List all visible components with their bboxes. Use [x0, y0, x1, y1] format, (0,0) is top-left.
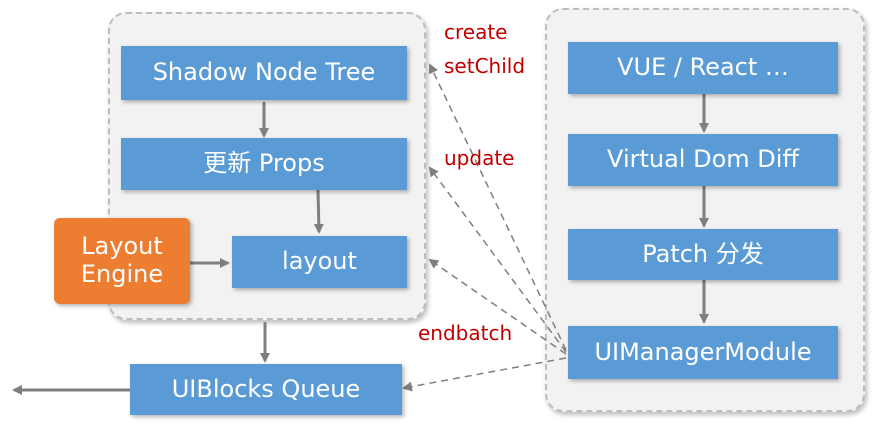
- edge-props-to-layout: [313, 189, 324, 234]
- label-endbatch: endbatch: [418, 321, 513, 345]
- edge-dashed-create: [428, 63, 567, 351]
- shadow-node-tree-box: Shadow Node Tree: [121, 46, 407, 100]
- virtual-dom-diff-box: Virtual Dom Diff: [568, 134, 838, 186]
- layout-box: layout: [232, 236, 407, 288]
- update-props-box: 更新 Props: [121, 138, 407, 190]
- layout-engine-box: Layout Engine: [54, 218, 190, 304]
- uimanager-module-box: UIManagerModule: [568, 326, 838, 379]
- patch-dispatch-box: Patch 分发: [568, 229, 838, 280]
- label-setchild: setChild: [444, 54, 526, 78]
- edge-dashed-layout: [428, 258, 567, 355]
- label-update: update: [444, 146, 515, 170]
- vue-react-box: VUE / React …: [568, 42, 838, 94]
- label-create: create: [444, 20, 508, 44]
- edge-dashed-update: [428, 166, 567, 353]
- edge-dashed-endbatch: [402, 357, 567, 392]
- uiblocks-queue-box: UIBlocks Queue: [130, 364, 402, 415]
